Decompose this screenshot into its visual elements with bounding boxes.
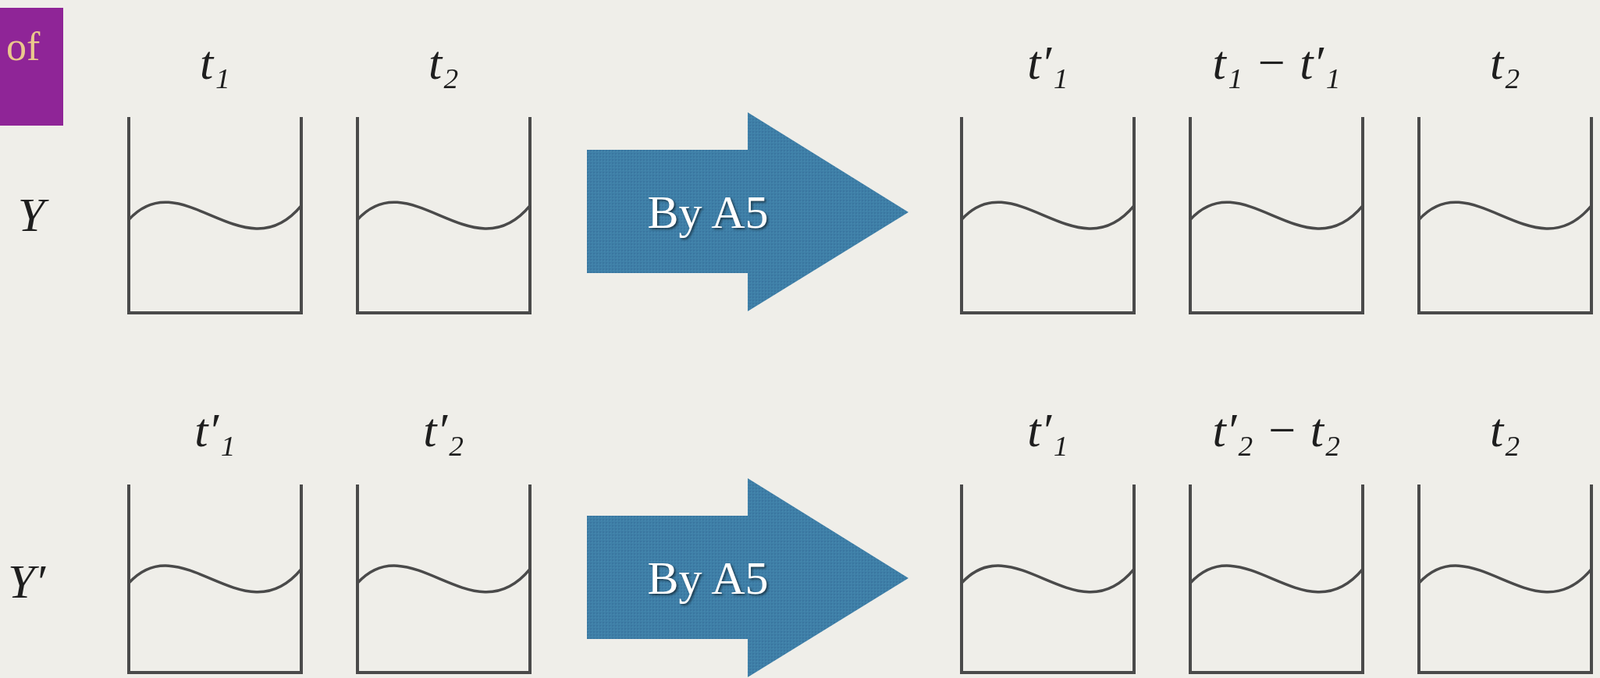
section-title: of: [6, 26, 40, 68]
beaker-outline: [1188, 484, 1365, 675]
beaker-outline: [127, 117, 303, 315]
amount-label: t′₂: [423, 405, 464, 455]
set-label: Y′: [7, 557, 46, 606]
amount-label: t₁: [199, 38, 231, 87]
amount-label: t′₁: [1027, 38, 1068, 87]
beaker-walls: [357, 117, 530, 313]
liquid-surface: [961, 202, 1135, 229]
beaker-walls: [1190, 484, 1363, 673]
liquid-surface: [961, 565, 1135, 593]
amount-label: t₂: [428, 38, 459, 87]
beaker-walls: [128, 117, 302, 313]
beaker-walls: [1418, 484, 1592, 673]
beaker-outline: [1417, 484, 1593, 675]
liquid-surface: [1418, 565, 1592, 593]
beaker-container: t₂: [1417, 15, 1593, 315]
amount-label: t′₂ − t₂: [1212, 405, 1341, 455]
block-arrow: By A5: [586, 112, 909, 312]
amount-label: t′₁: [1027, 405, 1068, 455]
beaker-container: t₂: [355, 15, 532, 315]
amount-label: t₁ − t′₁: [1212, 38, 1341, 87]
beaker-walls: [128, 484, 302, 673]
liquid-surface: [357, 565, 530, 593]
amount-label: t′₁: [194, 405, 235, 455]
block-arrow: By A5: [586, 478, 909, 678]
arrow-label: By A5: [647, 188, 768, 236]
beaker-container: t′₁: [960, 383, 1136, 675]
beaker-container: t₁: [127, 15, 303, 315]
amount-label: t₂: [1489, 38, 1521, 87]
amount-label: t₂: [1489, 405, 1521, 455]
beaker-outline: [355, 117, 532, 315]
beaker-walls: [1418, 117, 1592, 313]
beaker-container: t′₁: [127, 383, 303, 675]
liquid-surface: [1418, 202, 1592, 229]
beaker-outline: [960, 484, 1136, 675]
liquid-surface: [128, 565, 302, 593]
set-label: Y: [17, 190, 45, 239]
beaker-outline: [127, 484, 303, 675]
beaker-outline: [355, 484, 532, 675]
beaker-walls: [961, 117, 1135, 313]
beaker-outline: [1417, 117, 1593, 315]
arrow-fill: [586, 478, 909, 678]
liquid-surface: [1190, 202, 1363, 229]
liquid-surface: [1190, 565, 1363, 593]
liquid-surface: [357, 202, 530, 229]
arrow-label: By A5: [647, 554, 768, 602]
beaker-container: t′₂: [355, 383, 532, 675]
beaker-container: t₂: [1417, 383, 1593, 675]
beaker-container: t₁ − t′₁: [1188, 15, 1365, 315]
beaker-outline: [960, 117, 1136, 315]
beaker-walls: [961, 484, 1135, 673]
beaker-outline: [1188, 117, 1365, 315]
arrow-fill: [586, 112, 909, 312]
beaker-walls: [357, 484, 530, 673]
beaker-container: t′₁: [960, 15, 1136, 315]
beaker-container: t′₂ − t₂: [1188, 383, 1365, 675]
liquid-surface: [128, 202, 302, 229]
section-tab: of: [0, 7, 64, 126]
beaker-walls: [1190, 117, 1363, 313]
